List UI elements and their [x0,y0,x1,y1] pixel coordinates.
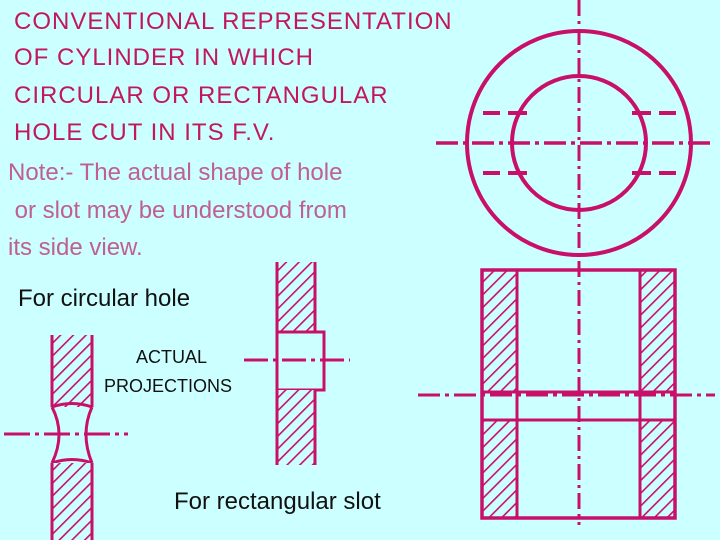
wall-lower [52,463,92,540]
hole-curve-top [51,402,93,409]
title-line-1: CONVENTIONAL REPRESENTATION [14,8,453,35]
wall-upper [52,335,92,407]
left-wall-bottom [480,418,519,520]
right-wall-bottom [638,418,677,520]
note-line-3: its side view. [8,234,143,261]
top-view [436,0,715,525]
label-circular-hole: For circular hole [18,285,191,312]
label-actual: ACTUAL [136,347,208,367]
title-line-2: OF CYLINDER IN WHICH [14,44,315,71]
label-rectangular-slot: For rectangular slot [174,488,381,515]
slot-wall-lower [277,390,315,465]
left-wall-top [480,268,519,394]
front-view [418,268,715,520]
circular-hole-detail [4,335,128,540]
hole-curve-bottom [51,458,93,465]
rectangular-slot-detail [244,262,350,465]
label-projections: PROJECTIONS [104,376,233,396]
title-line-4: HOLE CUT IN ITS F.V. [14,119,276,146]
note-line-1: Note:- The actual shape of hole [8,159,343,186]
title-line-3: CIRCULAR OR RECTANGULAR [14,82,389,109]
hole-hidden-lines [483,111,676,175]
note-line-2: or slot may be understood from [8,197,347,224]
slot-wall-upper [277,262,315,332]
right-wall-top [638,268,677,394]
